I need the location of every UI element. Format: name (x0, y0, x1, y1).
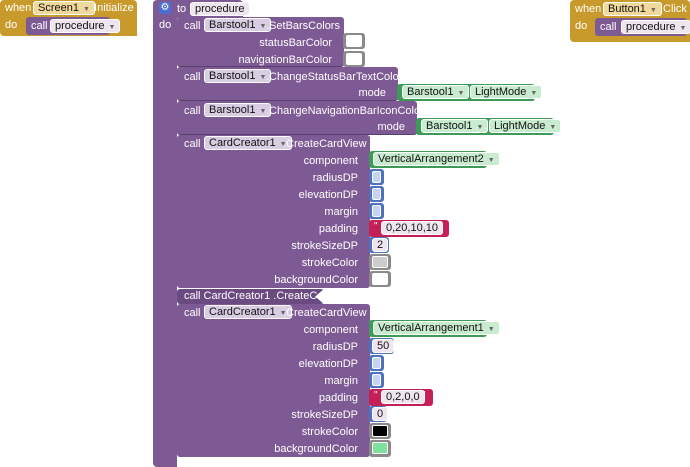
method-label: .CreateCardView (283, 138, 367, 150)
do-label: do (159, 19, 172, 31)
padding-text-block[interactable]: " 0,2,0,0 " (369, 389, 433, 406)
change-navigation-bar-icon-color-block[interactable]: call Barstool1▼ .ChangeNavigationBarIcon… (177, 101, 424, 135)
when-label: when (5, 2, 32, 14)
screen-initialize-event[interactable]: when Screen1▼ .Initialize do call proced… (0, 0, 137, 36)
call-label: call (184, 105, 201, 117)
procedure-body-spine: do (153, 17, 177, 467)
radiusdp-arg-label: radiusDP (312, 172, 358, 184)
vertical-arrangement-dropdown[interactable]: VerticalArrangement2▼ (373, 152, 500, 166)
barstool-mode-block[interactable]: Barstool1▼ . LightMode▼ (416, 118, 562, 135)
cardcreator-component-dropdown[interactable]: CardCreator1▼ (204, 305, 292, 319)
when-label: when (575, 3, 602, 15)
margin-number-block[interactable] (369, 372, 384, 388)
method-label: .CreateCardView (283, 307, 367, 319)
change-status-bar-text-color-block[interactable]: call Barstool1▼ .ChangeStatusBarTextColo… (177, 67, 402, 101)
call-procedure-block[interactable]: call procedure▼ (26, 17, 121, 35)
strokecolor-arg-label: strokeColor (301, 257, 358, 269)
backgroundcolor-arg-label: backgroundColor (274, 443, 358, 455)
strokesizedp-arg-label: strokeSizeDP (291, 409, 358, 421)
collapsed-create-card-view-block[interactable]: call CardCreator1 .CreateC... (177, 289, 324, 304)
background-color-block[interactable] (369, 440, 391, 457)
radiusdp-arg-label: radiusDP (312, 341, 358, 353)
call-procedure-block[interactable]: call procedure▼ (595, 18, 690, 36)
padding-text-block[interactable]: " 0,20,10,10 " (369, 220, 449, 237)
padding-text-field[interactable]: 0,2,0,0 (381, 390, 425, 404)
method-label: .ChangeNavigationBarIconColor (266, 105, 424, 117)
initialize-event-label: .Initialize (91, 2, 134, 14)
call-label: call (184, 307, 201, 319)
padding-text-field[interactable]: 0,20,10,10 (381, 221, 443, 235)
button1-component-dropdown[interactable]: Button1▼ (603, 2, 662, 16)
stroke-size-field[interactable]: 2 (372, 238, 389, 252)
stroke-size-number-block[interactable]: 2 (369, 237, 389, 253)
method-label: .SetBarsColors (266, 20, 340, 32)
light-mode-dropdown[interactable]: LightMode▼ (489, 119, 562, 133)
click-event-label: .Click (660, 3, 687, 15)
procedure-name-field[interactable]: procedure (190, 2, 250, 16)
collapsed-block-label: call CardCreator1 .CreateC... (184, 290, 327, 302)
barstool-component-dropdown[interactable]: Barstool1▼ (204, 69, 272, 83)
method-label: .ChangeStatusBarTextColor (266, 71, 403, 83)
navigation-bar-color-label: navigationBarColor (238, 54, 332, 66)
elevation-number-block[interactable] (369, 186, 384, 202)
procedure-definition-block[interactable]: ⚙ to procedure (153, 0, 250, 18)
stroke-color-block[interactable] (369, 423, 391, 439)
barstool-component-dropdown[interactable]: Barstool1▼ (402, 85, 470, 99)
margin-number-block[interactable] (369, 203, 384, 219)
elevation-number-block[interactable] (369, 355, 384, 371)
screen1-component-dropdown[interactable]: Screen1▼ (33, 1, 95, 15)
create-card-view-block-2[interactable]: call CardCreator1▼ .CreateCardView compo… (177, 304, 370, 457)
vertical-arrangement-dropdown[interactable]: VerticalArrangement1▼ (373, 321, 500, 335)
stroke-size-number-block[interactable]: 0 (369, 406, 389, 422)
create-card-view-block-1[interactable]: call CardCreator1▼ .CreateCardView compo… (177, 135, 370, 288)
call-label: call (31, 20, 48, 32)
set-bars-colors-block[interactable]: call Barstool1▼ .SetBarsColors statusBar… (177, 17, 344, 67)
component-value-block[interactable]: VerticalArrangement1▼ (369, 320, 500, 337)
component-arg-label: component (303, 324, 358, 336)
padding-arg-label: padding (318, 392, 358, 404)
elevationdp-arg-label: elevationDP (298, 358, 358, 370)
radius-number-block[interactable]: 50 (369, 338, 395, 354)
mode-label: mode (377, 121, 405, 133)
do-label: do (5, 19, 18, 31)
mode-label: mode (358, 87, 386, 99)
to-label: to (177, 3, 187, 15)
cardcreator-component-dropdown[interactable]: CardCreator1▼ (204, 136, 292, 150)
button-click-event[interactable]: when Button1▼ .Click do call procedure▼ (570, 0, 690, 42)
call-label: call (184, 71, 201, 83)
barstool-component-dropdown[interactable]: Barstool1▼ (421, 119, 489, 133)
margin-arg-label: margin (324, 375, 358, 387)
stroke-color-block[interactable] (369, 254, 391, 270)
margin-arg-label: margin (324, 206, 358, 218)
padding-arg-label: padding (318, 223, 358, 235)
procedure-name-dropdown[interactable]: procedure▼ (621, 20, 690, 34)
gear-icon[interactable]: ⚙ (159, 2, 171, 14)
color-socket-status[interactable] (343, 33, 365, 49)
do-label: do (575, 20, 588, 32)
elevationdp-arg-label: elevationDP (298, 189, 358, 201)
call-label: call (184, 138, 201, 150)
call-label: call (184, 20, 201, 32)
background-color-block[interactable] (369, 271, 391, 287)
status-bar-color-label: statusBarColor (259, 37, 332, 49)
procedure-name-dropdown[interactable]: procedure▼ (50, 19, 121, 33)
component-value-block[interactable]: VerticalArrangement2▼ (369, 151, 500, 168)
barstool-mode-block[interactable]: Barstool1▼ . LightMode▼ (397, 84, 543, 101)
call-label: call (600, 21, 617, 33)
color-socket-navigation[interactable] (343, 51, 365, 67)
stroke-size-field[interactable]: 0 (372, 407, 389, 421)
barstool-component-dropdown[interactable]: Barstool1▼ (204, 18, 272, 32)
barstool-component-dropdown[interactable]: Barstool1▼ (204, 103, 272, 117)
radius-field[interactable]: 50 (372, 339, 395, 353)
component-arg-label: component (303, 155, 358, 167)
strokecolor-arg-label: strokeColor (301, 426, 358, 438)
strokesizedp-arg-label: strokeSizeDP (291, 240, 358, 252)
radius-number-block[interactable] (369, 169, 384, 185)
light-mode-dropdown[interactable]: LightMode▼ (470, 85, 543, 99)
backgroundcolor-arg-label: backgroundColor (274, 274, 358, 286)
